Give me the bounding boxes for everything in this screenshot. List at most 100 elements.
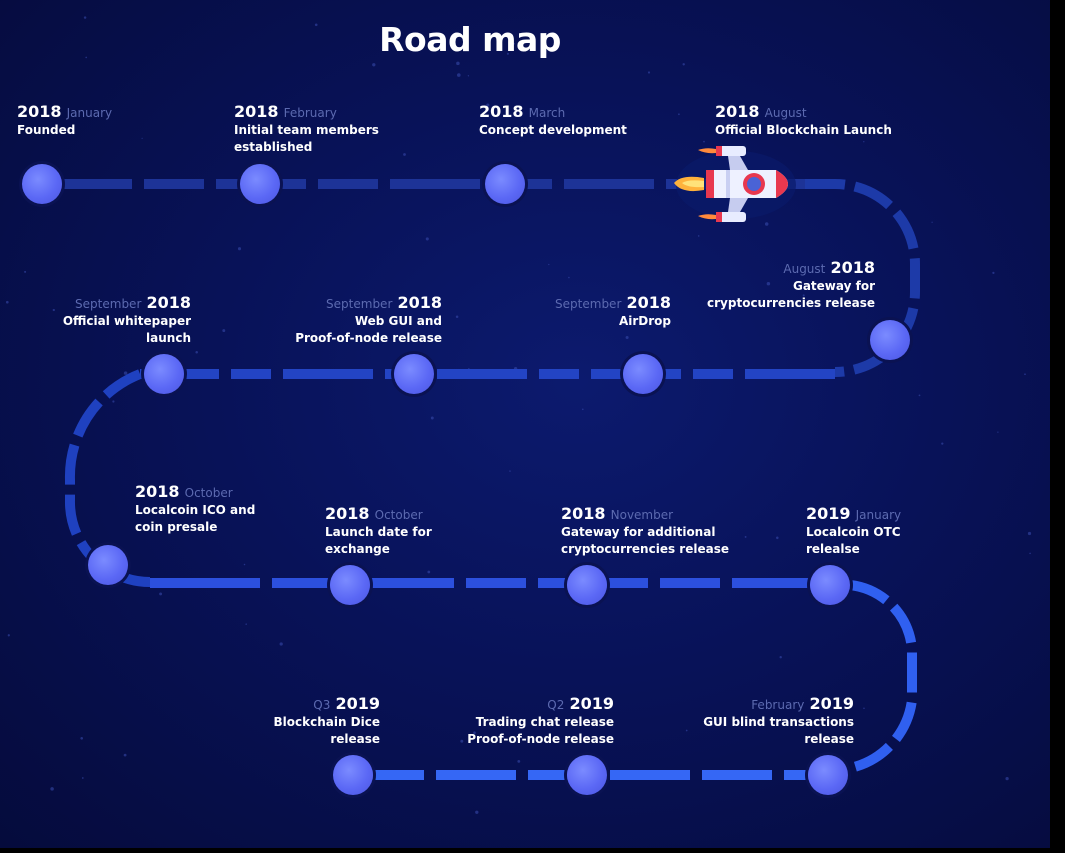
milestone-month: March [528, 106, 566, 120]
background-star [222, 329, 226, 333]
milestone: September 2018 Web GUI and Proof-of-node… [295, 294, 442, 347]
milestone: 2018 January Founded [17, 103, 112, 139]
milestone: Q2 2019 Trading chat release Proof-of-no… [467, 695, 614, 748]
milestone: 2019 January Localcoin OTC relealse [806, 505, 901, 558]
milestone-description: Localcoin OTC relealse [806, 525, 901, 556]
background-star [776, 536, 779, 540]
milestone-dot [810, 565, 850, 605]
milestone-month: November [610, 508, 674, 522]
milestone-year: 2018 [146, 293, 191, 312]
background-star [83, 16, 87, 19]
milestone-year: 2019 [335, 694, 380, 713]
milestone-year: 2018 [135, 482, 180, 501]
background-star [625, 335, 629, 340]
milestone-dot [567, 755, 607, 795]
background-star [697, 235, 700, 237]
milestone-dot [808, 755, 848, 795]
background-star [314, 23, 318, 27]
background-star [1024, 373, 1026, 376]
background-star [141, 137, 143, 139]
milestone: 2018 November Gateway for additional cry… [561, 505, 729, 558]
background-star [460, 739, 464, 743]
background-star [506, 52, 509, 55]
background-star [512, 42, 515, 45]
edge-mask [1050, 0, 1065, 853]
milestone-dot [330, 565, 370, 605]
background-star [237, 247, 242, 251]
milestone-year: 2018 [17, 102, 62, 121]
milestone-dot [333, 755, 373, 795]
milestone-month: January [66, 106, 113, 120]
background-star [81, 777, 84, 779]
background-star [576, 546, 579, 549]
background-star [85, 56, 88, 59]
milestone-description: Trading chat release Proof-of-node relea… [467, 715, 614, 746]
milestone-description: GUI blind transactions release [703, 715, 854, 746]
milestone-dot [623, 354, 663, 394]
background-star [509, 470, 511, 472]
background-star [6, 300, 9, 304]
background-star [548, 263, 550, 266]
milestone-month: October [374, 508, 423, 522]
background-star [744, 535, 747, 538]
milestone-dot [144, 354, 184, 394]
milestone: February 2019 GUI blind transactions rel… [703, 695, 854, 748]
background-star [863, 707, 865, 710]
background-star [992, 271, 995, 275]
background-star [486, 103, 490, 107]
background-star [427, 570, 431, 574]
milestone-month: September [555, 297, 622, 311]
background-star [568, 276, 570, 279]
background-star [473, 731, 476, 734]
milestone: 2018 August Official Blockchain Launch [715, 103, 892, 139]
milestone-description: Initial team members established [234, 123, 379, 154]
milestone-year: 2018 [561, 504, 606, 523]
milestone-description: Concept development [479, 123, 627, 137]
background-star [455, 315, 459, 319]
milestone: 2018 March Concept development [479, 103, 627, 139]
background-star [467, 75, 470, 77]
milestone-dot [394, 354, 434, 394]
background-star [863, 141, 865, 143]
background-star [647, 71, 651, 74]
background-star [678, 113, 680, 116]
background-star [941, 442, 944, 445]
background-star [475, 810, 479, 814]
milestone-year: 2018 [479, 102, 524, 121]
milestone-year: 2018 [830, 258, 875, 277]
background-star [159, 592, 163, 596]
background-star [372, 63, 376, 67]
background-star [1027, 531, 1032, 536]
milestone-year: 2018 [715, 102, 760, 121]
milestone-description: Localcoin ICO and coin presale [135, 503, 256, 534]
background-star [245, 623, 247, 625]
background-star [456, 61, 460, 66]
milestone-description: Official Blockchain Launch [715, 123, 892, 137]
milestone-dot [240, 164, 280, 204]
background-star [50, 787, 54, 791]
background-star [802, 294, 805, 297]
milestone-month: Q3 [313, 698, 331, 712]
milestone-description: Official whitepaper launch [62, 314, 191, 345]
background-star [517, 759, 521, 763]
background-star [779, 656, 782, 659]
milestone: August 2018 Gateway for cryptocurrencies… [707, 259, 875, 312]
background-star [1029, 552, 1031, 555]
background-star [403, 153, 406, 156]
background-star [80, 736, 84, 740]
background-star [112, 400, 115, 403]
background-star [457, 73, 461, 77]
milestone-month: September [75, 297, 142, 311]
page-title: Road map [379, 20, 561, 59]
milestone-month: February [283, 106, 337, 120]
background-star [52, 308, 55, 312]
milestone: 2018 October Localcoin ICO and coin pres… [135, 483, 255, 536]
milestone: Q3 2019 Blockchain Dice release [273, 695, 380, 748]
milestone-month: September [326, 297, 393, 311]
background-star [7, 634, 10, 637]
milestone-dot [88, 545, 128, 585]
milestone-month: January [855, 508, 902, 522]
milestone-year: 2019 [806, 504, 851, 523]
milestone-dot [485, 164, 525, 204]
